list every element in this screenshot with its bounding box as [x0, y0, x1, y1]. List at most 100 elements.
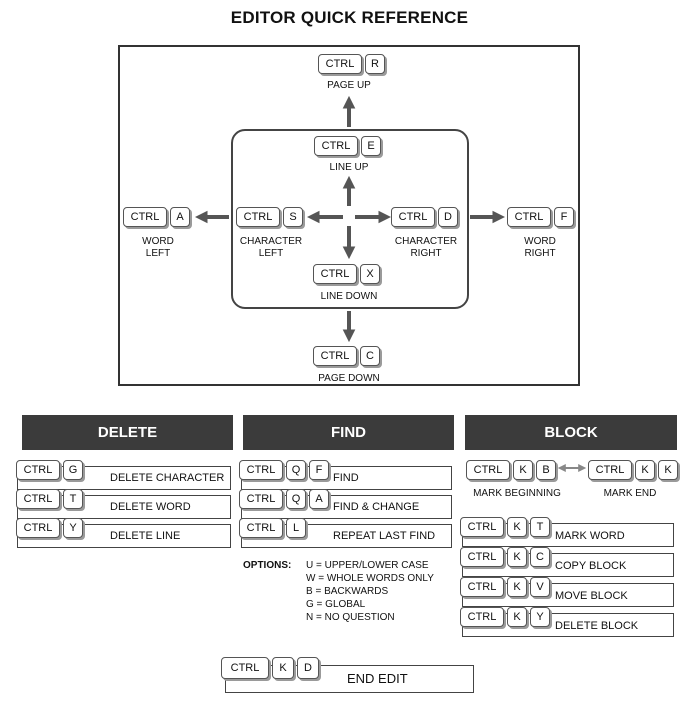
key: X: [360, 264, 380, 284]
mark-word-label: MARK WORD: [555, 530, 625, 542]
keys-end-edit: CTRL K D: [221, 657, 319, 679]
navigation-inner-frame: [231, 129, 469, 309]
option-item: U = UPPER/LOWER CASE: [306, 560, 429, 571]
keys-delete-block: CTRL K Y: [460, 607, 550, 627]
keys-page-up: CTRL R: [318, 54, 385, 74]
key: K: [513, 460, 533, 480]
option-item: W = WHOLE WORDS ONLY: [306, 573, 434, 584]
key: K: [635, 460, 655, 480]
key: Q: [286, 460, 306, 480]
delete-word-label: DELETE WORD: [110, 501, 191, 513]
key: CTRL: [16, 489, 60, 509]
navigation-outer-frame: [118, 45, 580, 386]
key: CTRL: [313, 346, 357, 366]
delete-line-label: DELETE LINE: [110, 530, 181, 542]
label-mark-beginning: MARK BEGINNING: [473, 488, 561, 499]
key: CTRL: [236, 207, 280, 227]
page-title: EDITOR QUICK REFERENCE: [230, 8, 469, 27]
key: CTRL: [391, 207, 435, 227]
label-char-right: CHARACTER RIGHT: [394, 236, 458, 259]
key: A: [170, 207, 190, 227]
key: A: [309, 489, 329, 509]
label-line-down: LINE DOWN: [320, 291, 378, 302]
key: C: [360, 346, 380, 366]
key: Y: [530, 607, 550, 627]
key: CTRL: [507, 207, 551, 227]
key: T: [530, 517, 550, 537]
key: R: [365, 54, 385, 74]
options-label: OPTIONS:: [243, 560, 292, 571]
keys-char-right: CTRL D: [391, 207, 458, 227]
header-block: BLOCK: [465, 415, 677, 450]
keys-char-left: CTRL S: [236, 207, 303, 227]
find-change-label: FIND & CHANGE: [333, 501, 420, 513]
keys-copy-block: CTRL K C: [460, 547, 550, 567]
keys-word-left: CTRL A: [123, 207, 190, 227]
keys-page-down: CTRL C: [313, 346, 380, 366]
label-word-right: WORD RIGHT: [524, 236, 556, 259]
key: D: [297, 657, 319, 679]
key: Y: [63, 518, 83, 538]
keys-delete-word: CTRL T: [16, 489, 83, 509]
repeat-find-label: REPEAT LAST FIND: [333, 530, 436, 542]
key: CTRL: [239, 460, 283, 480]
key: CTRL: [314, 136, 358, 156]
label-char-left: CHARACTER LEFT: [239, 236, 303, 259]
key: CTRL: [460, 607, 504, 627]
key: CTRL: [16, 460, 60, 480]
key: CTRL: [123, 207, 167, 227]
key: G: [63, 460, 83, 480]
keys-delete-line: CTRL Y: [16, 518, 83, 538]
key: F: [309, 460, 329, 480]
key: CTRL: [318, 54, 362, 74]
keys-mark-word: CTRL K T: [460, 517, 550, 537]
header-find: FIND: [243, 415, 454, 450]
delete-block-label: DELETE BLOCK: [555, 620, 639, 632]
label-line-up: LINE UP: [329, 162, 369, 173]
key: CTRL: [460, 577, 504, 597]
label-mark-end: MARK END: [603, 488, 657, 499]
key: V: [530, 577, 550, 597]
label-page-down: PAGE DOWN: [318, 373, 380, 384]
header-delete: DELETE: [22, 415, 233, 450]
key: S: [283, 207, 303, 227]
keys-line-down: CTRL X: [313, 264, 380, 284]
key: B: [536, 460, 556, 480]
key: CTRL: [466, 460, 510, 480]
key: CTRL: [239, 518, 283, 538]
move-block-label: MOVE BLOCK: [555, 590, 628, 602]
keys-mark-end: CTRL K K: [588, 460, 678, 480]
option-item: B = BACKWARDS: [306, 586, 389, 597]
key: K: [507, 517, 527, 537]
key: K: [507, 607, 527, 627]
key: D: [438, 207, 458, 227]
keys-line-up: CTRL E: [314, 136, 381, 156]
keys-move-block: CTRL K V: [460, 577, 550, 597]
key: L: [286, 518, 306, 538]
key: CTRL: [239, 489, 283, 509]
key: CTRL: [460, 517, 504, 537]
key: F: [554, 207, 574, 227]
key: CTRL: [460, 547, 504, 567]
find-label: FIND: [333, 472, 359, 484]
key: CTRL: [16, 518, 60, 538]
key: CTRL: [313, 264, 357, 284]
delete-character-label: DELETE CHARACTER: [110, 472, 225, 484]
key: CTRL: [588, 460, 632, 480]
keys-repeat-find: CTRL L: [239, 518, 306, 538]
keys-word-right: CTRL F: [507, 207, 574, 227]
end-edit-label: END EDIT: [347, 671, 408, 686]
copy-block-label: COPY BLOCK: [555, 560, 627, 572]
label-page-up: PAGE UP: [327, 80, 371, 91]
option-item: G = GLOBAL: [306, 599, 366, 610]
key: T: [63, 489, 83, 509]
option-item: N = NO QUESTION: [306, 612, 395, 623]
keys-find-change: CTRL Q A: [239, 489, 329, 509]
key: K: [272, 657, 294, 679]
keys-delete-character: CTRL G: [16, 460, 83, 480]
key: K: [507, 577, 527, 597]
keys-mark-beginning: CTRL K B: [466, 460, 556, 480]
key: Q: [286, 489, 306, 509]
key: C: [530, 547, 550, 567]
